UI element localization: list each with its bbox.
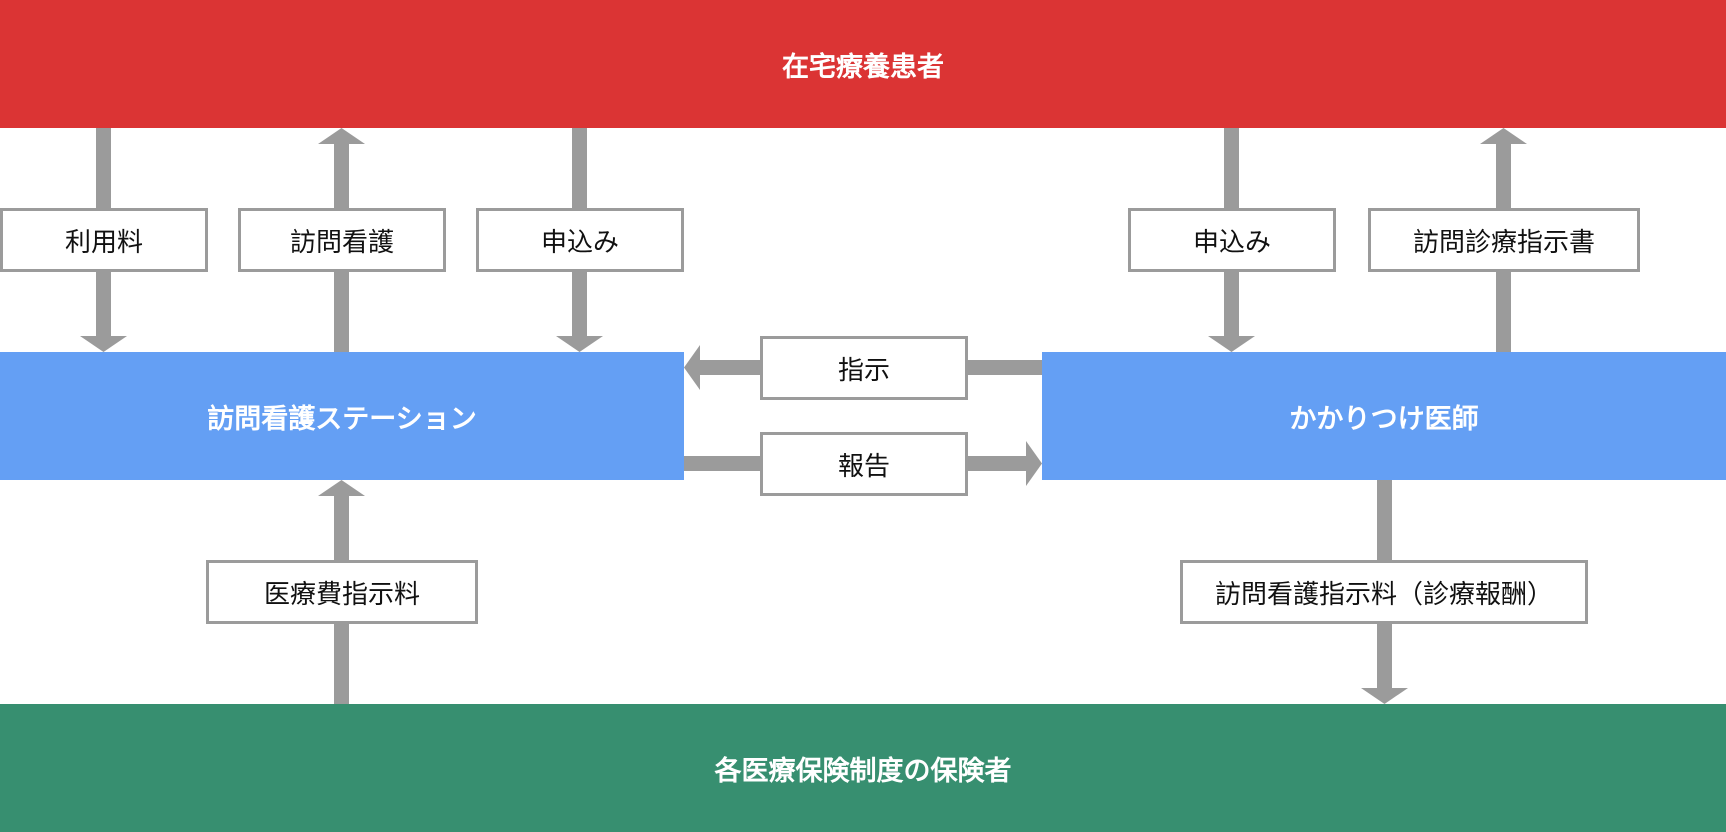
patient-label: 在宅療養患者 xyxy=(782,51,944,83)
nursing-station-node: 訪問看護ステーション xyxy=(0,352,684,480)
family-doctor-label: かかりつけ医師 xyxy=(1289,403,1479,435)
nursing-station-label: 訪問看護ステーション xyxy=(207,403,477,435)
insurer-node: 各医療保険制度の保険者 xyxy=(0,704,1726,832)
application-doctor-label: 申込み xyxy=(1128,208,1336,272)
family-doctor-node: かかりつけ医師 xyxy=(1042,352,1726,480)
instruction-label: 指示 xyxy=(760,336,968,400)
medical-fee-label: 医療費指示料 xyxy=(206,560,478,624)
insurer-label: 各医療保険制度の保険者 xyxy=(714,755,1012,787)
nursing-instruction-fee-label: 訪問看護指示料（診療報酬） xyxy=(1180,560,1588,624)
usage-fee-label: 利用料 xyxy=(0,208,208,272)
application-station-label: 申込み xyxy=(476,208,684,272)
home-nursing-label: 訪問看護 xyxy=(238,208,446,272)
patient-node: 在宅療養患者 xyxy=(0,0,1726,128)
report-label: 報告 xyxy=(760,432,968,496)
instruction-doc-label: 訪問診療指示書 xyxy=(1368,208,1640,272)
